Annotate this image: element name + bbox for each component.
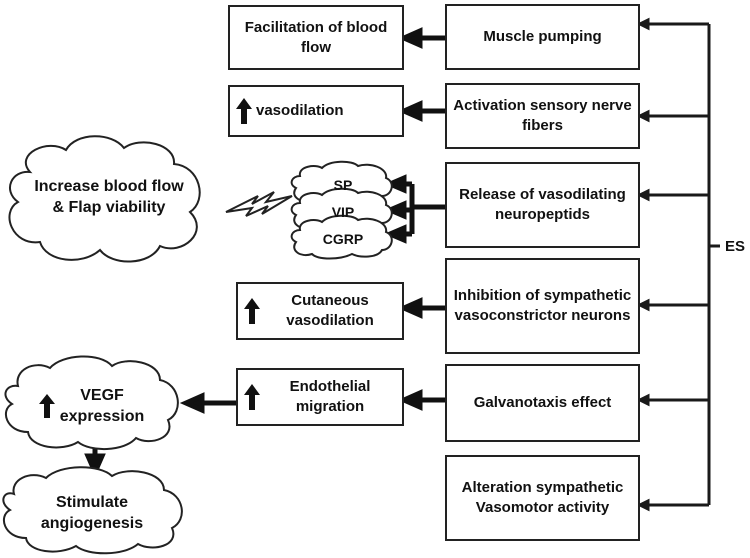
- effect-box-vasodilation: vasodilation: [228, 85, 404, 137]
- effect-label: Endothelial migration: [289, 378, 371, 415]
- mechanism-box-inhibition: Inhibition of sympathetic vasoconstricto…: [445, 258, 640, 354]
- neuropeptide-label: SP: [333, 177, 353, 193]
- mechanism-label: Galvanotaxis effect: [473, 394, 612, 411]
- up-arrow-icon: [244, 384, 260, 410]
- es-source-label: ES: [722, 236, 748, 256]
- neuropeptide-label: CGRP: [322, 231, 364, 247]
- up-arrow-icon: [244, 298, 260, 324]
- neuropeptide-arrows: [383, 174, 445, 244]
- es-label: ES: [724, 237, 745, 255]
- cloud-shape-vegf: [4, 355, 179, 451]
- effect-label: vasodilation: [256, 102, 344, 119]
- outcome-stimulate-angiogenesis: Stimulate angiogenesis: [20, 478, 164, 548]
- effect-box-blood-flow: Facilitation of blood flow: [228, 5, 404, 70]
- outcome-flap-viability: Increase blood flow & Flap viability: [34, 152, 184, 242]
- mechanism-label: Release of vasodilating neuropeptids: [459, 186, 626, 223]
- neuropeptide-sp: SP: [296, 170, 390, 200]
- effect-box-endothelial: Endothelial migration: [236, 368, 404, 426]
- outcome-label: Stimulate angiogenesis: [40, 494, 144, 532]
- mechanism-label: Alteration sympathetic Vasomotor activit…: [461, 479, 624, 516]
- mechanism-label: Muscle pumping: [483, 28, 602, 45]
- up-arrow-icon: [39, 394, 55, 418]
- neuropeptide-vip: VIP: [296, 197, 390, 227]
- outcome-vegf-expression: VEGF expression: [22, 370, 162, 442]
- effect-box-cutaneous: Cutaneous vasodilation: [236, 282, 404, 340]
- effect-label: Facilitation of blood flow: [244, 18, 388, 56]
- outcome-label: VEGF expression: [59, 387, 145, 425]
- mechanism-label: Activation sensory nerve fibers: [453, 97, 632, 134]
- effect-arrows: [84, 27, 445, 479]
- neuropeptide-label: VIP: [331, 204, 355, 220]
- up-arrow-icon: [236, 98, 252, 124]
- mechanism-box-sensory-nerve: Activation sensory nerve fibers: [445, 83, 640, 149]
- mechanism-box-neuropeptides: Release of vasodilating neuropeptids: [445, 162, 640, 248]
- mechanism-box-muscle-pumping: Muscle pumping: [445, 4, 640, 70]
- cloud-shape-angiogenesis: [2, 466, 183, 555]
- outcome-label: Increase blood flow & Flap viability: [34, 178, 184, 216]
- mechanism-box-vasomotor: Alteration sympathetic Vasomotor activit…: [445, 455, 640, 541]
- mechanism-label: Inhibition of sympathetic vasoconstricto…: [453, 287, 632, 324]
- cloud-shape-flap: [8, 135, 201, 263]
- neuropeptide-cgrp: CGRP: [296, 224, 390, 254]
- lightning-bolt-icon: [225, 191, 293, 217]
- cloud-shape-cgrp: [290, 214, 393, 260]
- effect-label: Cutaneous vasodilation: [286, 292, 374, 329]
- es-branch-arrows: [636, 17, 709, 512]
- es-trunk-line: [707, 24, 720, 505]
- mechanism-box-galvanotaxis: Galvanotaxis effect: [445, 364, 640, 442]
